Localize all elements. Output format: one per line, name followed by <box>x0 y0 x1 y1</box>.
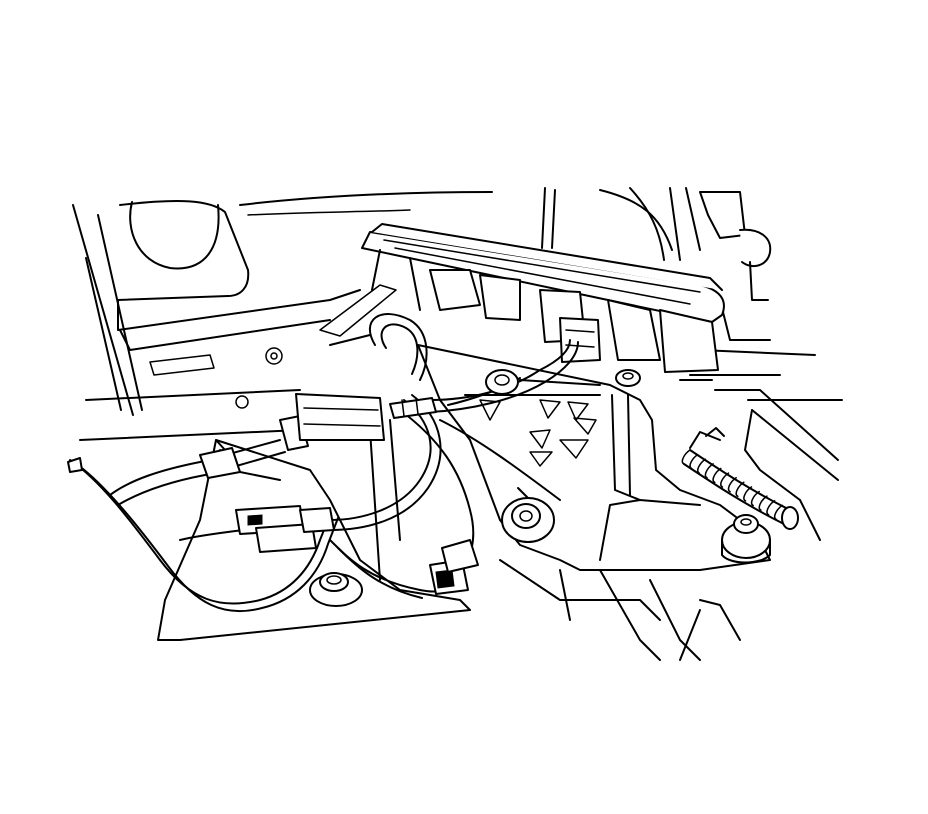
conduit-rib <box>681 449 691 465</box>
conduit-rib <box>704 463 714 479</box>
floor-panel <box>72 191 493 441</box>
corrugated-conduit <box>681 427 799 530</box>
conduit-rib <box>735 481 745 498</box>
conduit-rib <box>697 458 707 474</box>
conduit-rib <box>712 467 722 484</box>
conduit-rib <box>750 490 760 507</box>
bolt-top-right <box>615 369 641 387</box>
bolt-lower-left <box>309 572 363 607</box>
conduit-rib <box>773 504 784 521</box>
right-body-structure <box>541 187 843 541</box>
bolt-upper <box>485 369 519 395</box>
conduit-rib <box>720 472 730 488</box>
mounting-bolt <box>309 369 771 607</box>
shift-cable <box>109 393 385 506</box>
bolt-right <box>721 514 771 564</box>
conduit-rib <box>727 476 737 493</box>
bolt-center <box>501 487 555 543</box>
electrical-connector <box>235 505 479 595</box>
conduit-rib <box>743 486 753 502</box>
conduit-rib <box>689 453 699 470</box>
conduit-rib <box>766 500 776 516</box>
conduit-rib <box>758 495 768 511</box>
shift-lever-housing <box>361 223 725 381</box>
